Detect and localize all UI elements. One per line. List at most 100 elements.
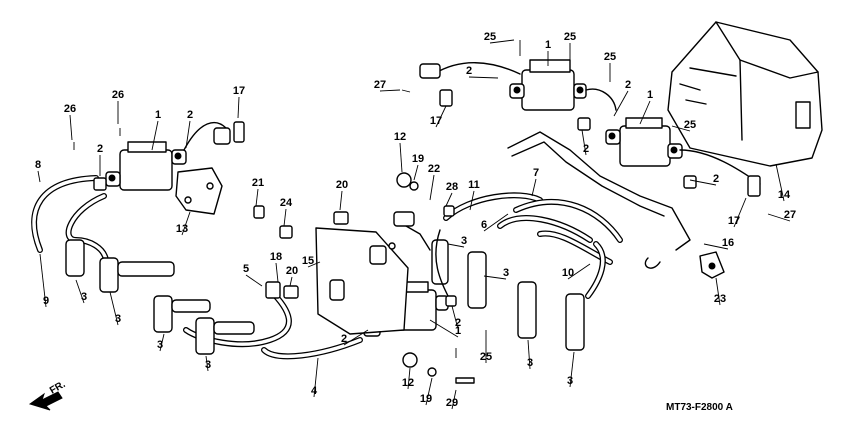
callout-leader bbox=[109, 291, 119, 326]
callout-number: 19 bbox=[420, 393, 432, 405]
callout-leader bbox=[255, 188, 259, 207]
callout-number: 27 bbox=[784, 209, 796, 221]
callout-number: 11 bbox=[468, 179, 480, 191]
callout-leader bbox=[703, 243, 729, 250]
callout-leader bbox=[151, 120, 159, 151]
callout-number: 12 bbox=[402, 377, 414, 389]
front-direction-arrow: FR. bbox=[28, 379, 68, 411]
callout-leader bbox=[775, 163, 785, 202]
callout-number: 17 bbox=[430, 115, 442, 127]
callout-leader bbox=[435, 105, 447, 128]
callout-number: 24 bbox=[280, 197, 293, 209]
callout-number: 13 bbox=[176, 223, 188, 235]
callout-leader bbox=[413, 164, 419, 181]
callout-number: 3 bbox=[115, 313, 121, 325]
callout-leader bbox=[733, 197, 747, 228]
callout-leader bbox=[275, 262, 279, 283]
ignition-coil-right bbox=[605, 117, 683, 167]
callout-leader bbox=[283, 208, 287, 227]
callout-number: 19 bbox=[412, 153, 424, 165]
callout-leader bbox=[39, 253, 47, 308]
callout-number: 25 bbox=[480, 351, 492, 363]
callout-number: 12 bbox=[394, 131, 406, 143]
callout-number: 21 bbox=[252, 177, 264, 189]
callout-leader bbox=[527, 339, 531, 370]
coil-stay-right bbox=[507, 131, 691, 269]
callout-number: 7 bbox=[533, 167, 539, 179]
callout-leader bbox=[715, 277, 721, 306]
callout-leader bbox=[767, 213, 791, 222]
callout-number: 1 bbox=[647, 89, 653, 101]
callout-number: 14 bbox=[778, 189, 791, 201]
diagram-code: MT73-F2800 A bbox=[666, 402, 733, 413]
callout-number: 3 bbox=[567, 375, 573, 387]
callout-leader bbox=[569, 351, 575, 388]
callout-number: 1 bbox=[545, 39, 551, 51]
coil-bracket-center bbox=[315, 227, 409, 335]
ignition-coil-top-center bbox=[509, 59, 587, 111]
fasteners bbox=[73, 40, 697, 384]
wire-harness bbox=[183, 62, 761, 301]
callout-leader bbox=[531, 178, 537, 197]
callout-leader bbox=[307, 261, 321, 268]
callout-number: 2 bbox=[341, 333, 347, 345]
callout-leader bbox=[489, 39, 515, 44]
callout-number: 3 bbox=[461, 235, 467, 247]
callout-number: 3 bbox=[81, 291, 87, 303]
plug-cable-set bbox=[31, 175, 623, 360]
ignition-coil-cover bbox=[667, 21, 823, 167]
coil-bracket-left bbox=[175, 167, 223, 215]
callout-number: 16 bbox=[722, 237, 734, 249]
callout-leader bbox=[468, 76, 499, 79]
callout-number: 23 bbox=[714, 293, 726, 305]
callout-number: 1 bbox=[155, 109, 161, 121]
plug-cap bbox=[65, 239, 585, 355]
callout-number: 2 bbox=[187, 109, 193, 121]
callout-number: 29 bbox=[446, 397, 458, 409]
callout-leader bbox=[613, 90, 629, 117]
callout-number: 3 bbox=[205, 359, 211, 371]
callout-leader bbox=[639, 100, 651, 125]
callout-leader bbox=[429, 174, 435, 201]
callout-leader bbox=[425, 377, 433, 406]
ignition-coil-left bbox=[105, 141, 187, 191]
callout-number: 3 bbox=[157, 339, 163, 351]
callout-number: 2 bbox=[583, 143, 589, 155]
callout-leader bbox=[69, 114, 73, 141]
callout-leader bbox=[159, 333, 165, 352]
callout-number: 6 bbox=[481, 219, 487, 231]
callout-leader bbox=[205, 355, 209, 372]
callout-leader bbox=[289, 276, 293, 287]
callout-leader bbox=[469, 190, 475, 211]
callout-leader bbox=[313, 357, 319, 398]
callout-leader bbox=[567, 263, 591, 280]
callout-leader bbox=[451, 305, 459, 330]
callout-leader bbox=[181, 211, 191, 236]
front-direction-label: FR. bbox=[48, 379, 68, 397]
callout-leader bbox=[483, 213, 509, 232]
callout-number: 2 bbox=[466, 65, 472, 77]
callout-number: 3 bbox=[503, 267, 509, 279]
callout-leader bbox=[407, 367, 411, 390]
callout-number: 25 bbox=[604, 51, 616, 63]
callout-leader bbox=[451, 389, 457, 410]
callout-leader bbox=[237, 96, 240, 119]
callout-leader bbox=[689, 179, 717, 186]
callout-number: 25 bbox=[684, 119, 696, 131]
callout-number: 1 bbox=[455, 325, 461, 337]
callout-number: 17 bbox=[233, 85, 245, 97]
callout-leader bbox=[581, 129, 587, 156]
callout-leader bbox=[483, 275, 507, 280]
callout-number: 26 bbox=[64, 103, 76, 115]
callout-leader bbox=[399, 142, 403, 173]
callout-number: 9 bbox=[43, 295, 49, 307]
callout-leader bbox=[447, 243, 465, 248]
callout-leader bbox=[37, 170, 41, 183]
callout-number: 2 bbox=[97, 143, 103, 155]
callout-leader bbox=[379, 89, 401, 92]
callout-leader bbox=[343, 329, 369, 346]
callout-number: 17 bbox=[728, 215, 740, 227]
connector-assembly bbox=[699, 251, 725, 279]
callout-number: 3 bbox=[527, 357, 533, 369]
